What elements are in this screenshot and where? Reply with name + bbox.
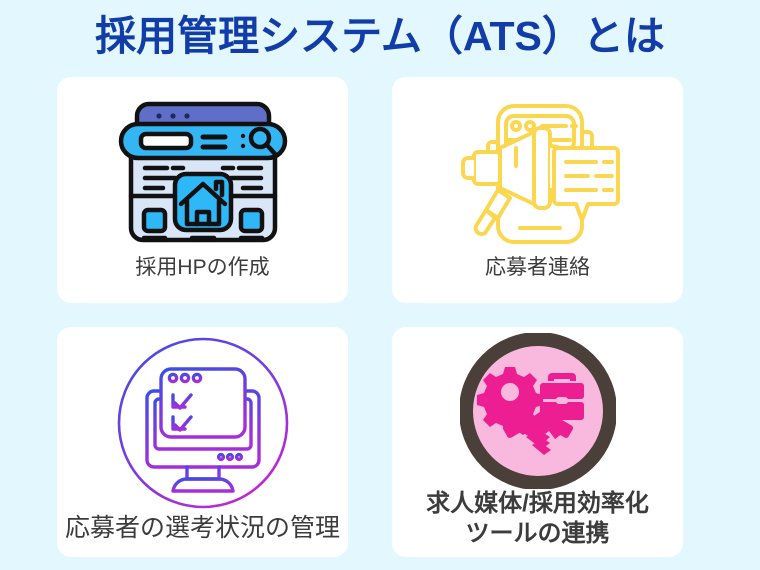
monitor-checklist-circle-icon-wrap xyxy=(57,327,348,513)
monitor-checklist-circle-icon xyxy=(117,337,288,509)
browser-window-house-icon xyxy=(118,101,287,242)
feature-card-tool-integration[interactable]: 求人媒体/採用効率化 ツールの連携 xyxy=(392,327,683,557)
smartphone-megaphone-chat-icon xyxy=(460,103,620,244)
feature-card-recruit-hp[interactable]: 採用HPの作成 xyxy=(57,77,348,303)
handshake-icon xyxy=(502,409,573,455)
feature-card-selection-status[interactable]: 応募者の選考状況の管理 xyxy=(57,327,348,557)
gear-briefcase-handshake-circle-icon xyxy=(459,333,616,489)
feature-card-label: 採用HPの作成 xyxy=(135,256,270,279)
browser-window-house-icon-wrap xyxy=(57,77,348,254)
window-dots xyxy=(155,112,190,119)
feature-card-label: 応募者連絡 xyxy=(485,256,590,279)
smartphone-megaphone-chat-icon-wrap xyxy=(392,77,683,254)
feature-card-grid: 採用HPの作成 xyxy=(57,77,683,557)
page-title: 採用管理システム（ATS）とは xyxy=(95,13,665,59)
feature-card-label: 応募者の選考状況の管理 xyxy=(64,514,340,542)
gear-briefcase-handshake-circle-icon-wrap xyxy=(392,327,683,489)
feature-card-label-line-1: 求人媒体/採用効率化 xyxy=(426,490,649,517)
feature-card-applicant-contact[interactable]: 応募者連絡 xyxy=(392,77,683,303)
feature-card-label-line-2: ツールの連携 xyxy=(465,520,610,547)
feature-card-label: 求人媒体/採用効率化 ツールの連携 xyxy=(392,489,683,557)
